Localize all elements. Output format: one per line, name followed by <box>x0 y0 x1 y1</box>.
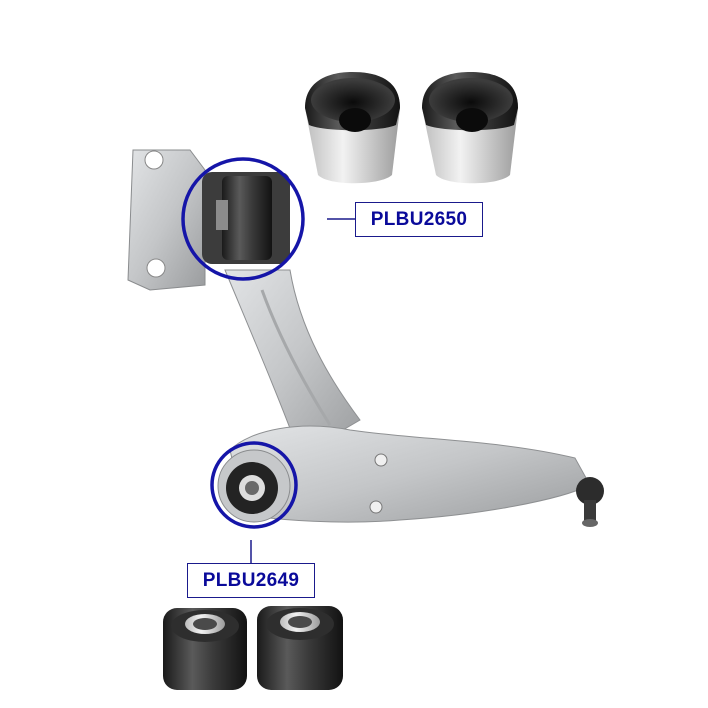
lower-bushing-left <box>163 608 247 690</box>
upper-bushing-highlight-ring <box>181 157 305 281</box>
installed-lower-bushing <box>217 449 291 523</box>
installed-upper-bushing <box>202 172 290 264</box>
part-label-plbu2650: PLBU2650 <box>355 202 483 237</box>
upper-bushing-left <box>305 72 400 184</box>
lower-bushing-highlight-ring <box>210 441 298 529</box>
lower-bushing-right <box>257 606 343 690</box>
part-label-plbu2649: PLBU2649 <box>187 563 315 598</box>
upper-bushing-right <box>422 72 518 184</box>
control-arm <box>127 149 604 527</box>
